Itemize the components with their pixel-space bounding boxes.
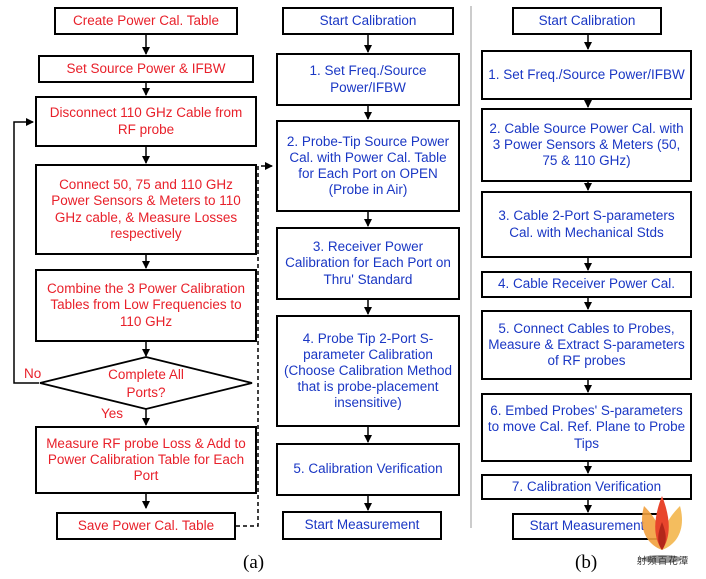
caption-a: (a) bbox=[243, 552, 265, 573]
b-step-2: 2. Cable Source Power Cal. with 3 Power … bbox=[481, 108, 692, 182]
b-start-calibration: Start Calibration bbox=[512, 7, 662, 35]
a2-step-5: 5. Calibration Verification bbox=[276, 443, 460, 496]
decision-diamond bbox=[39, 356, 253, 410]
b-step-6: 6. Embed Probes' S-parameters to move Ca… bbox=[481, 393, 692, 462]
b-step-5: 5. Connect Cables to Probes, Measure & E… bbox=[481, 310, 692, 380]
watermark-text: 射频百花潭 bbox=[636, 556, 690, 567]
step-combine-tables: Combine the 3 Power Calibration Tables f… bbox=[35, 269, 257, 342]
b-step-1: 1. Set Freq./Source Power/IFBW bbox=[481, 50, 692, 100]
decision-text: Complete All Ports? bbox=[86, 366, 206, 402]
a2-step-1: 1. Set Freq./Source Power/IFBW bbox=[276, 53, 460, 106]
step-disconnect-cable: Disconnect 110 GHz Cable from RF probe bbox=[35, 96, 257, 147]
step-set-source-power: Set Source Power & IFBW bbox=[38, 55, 254, 83]
b-start-measurement: Start Measurement bbox=[512, 513, 662, 540]
step-save-power-cal-table: Save Power Cal. Table bbox=[56, 512, 236, 540]
caption-b: (b) bbox=[575, 552, 598, 573]
b-step-7: 7. Calibration Verification bbox=[481, 474, 692, 500]
decision-line-2: Ports? bbox=[126, 385, 166, 401]
a2-start-calibration: Start Calibration bbox=[282, 7, 454, 35]
panel-a-arrows bbox=[13, 35, 150, 509]
b-step-4: 4. Cable Receiver Power Cal. bbox=[481, 271, 692, 298]
b-step-3: 3. Cable 2-Port S-parameters Cal. with M… bbox=[481, 191, 692, 258]
step-measure-probe-loss: Measure RF probe Loss & Add to Power Cal… bbox=[35, 426, 257, 494]
a2-step-3: 3. Receiver Power Calibration for Each P… bbox=[276, 227, 460, 300]
step-connect-sensors: Connect 50, 75 and 110 GHz Power Sensors… bbox=[35, 164, 257, 255]
a2-step-2: 2. Probe-Tip Source Power Cal. with Powe… bbox=[276, 120, 460, 212]
a2-start-measurement: Start Measurement bbox=[282, 511, 442, 540]
yes-label: Yes bbox=[101, 406, 124, 421]
decision-line-1: Complete All bbox=[108, 367, 184, 382]
no-label: No bbox=[24, 366, 42, 381]
watermark-logo-icon bbox=[642, 496, 682, 563]
step-create-power-cal-table: Create Power Cal. Table bbox=[54, 7, 238, 35]
a2-step-4: 4. Probe Tip 2-Port S-parameter Calibrat… bbox=[276, 315, 460, 427]
dashed-link bbox=[236, 162, 273, 527]
